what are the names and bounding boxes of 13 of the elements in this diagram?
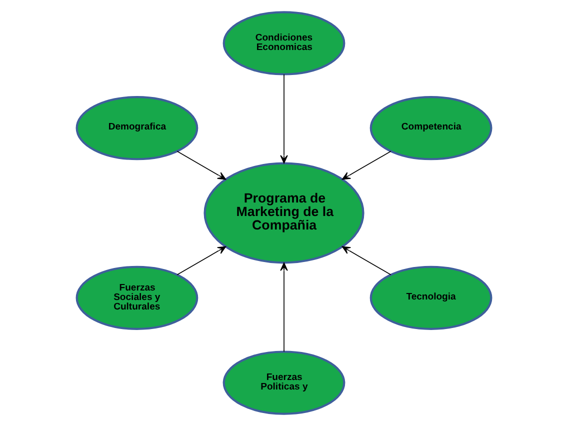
arrow — [280, 74, 288, 164]
arrow — [176, 150, 226, 180]
node-ellipse: Fuerzas Politicas y — [222, 350, 345, 415]
node-ellipse: Tecnologia — [369, 266, 492, 330]
arrow — [280, 262, 288, 352]
node-ellipse: Programa de Marketing de la Compañia — [203, 162, 364, 264]
node-ellipse: Condiciones Economicas — [222, 11, 345, 76]
arrow — [341, 150, 391, 180]
arrow — [176, 246, 226, 276]
node-ellipse: Competencia — [369, 96, 492, 160]
node-ellipse: Fuerzas Sociales y Culturales — [75, 266, 198, 330]
arrow — [341, 246, 391, 276]
node-ellipse: Demografica — [75, 96, 198, 160]
